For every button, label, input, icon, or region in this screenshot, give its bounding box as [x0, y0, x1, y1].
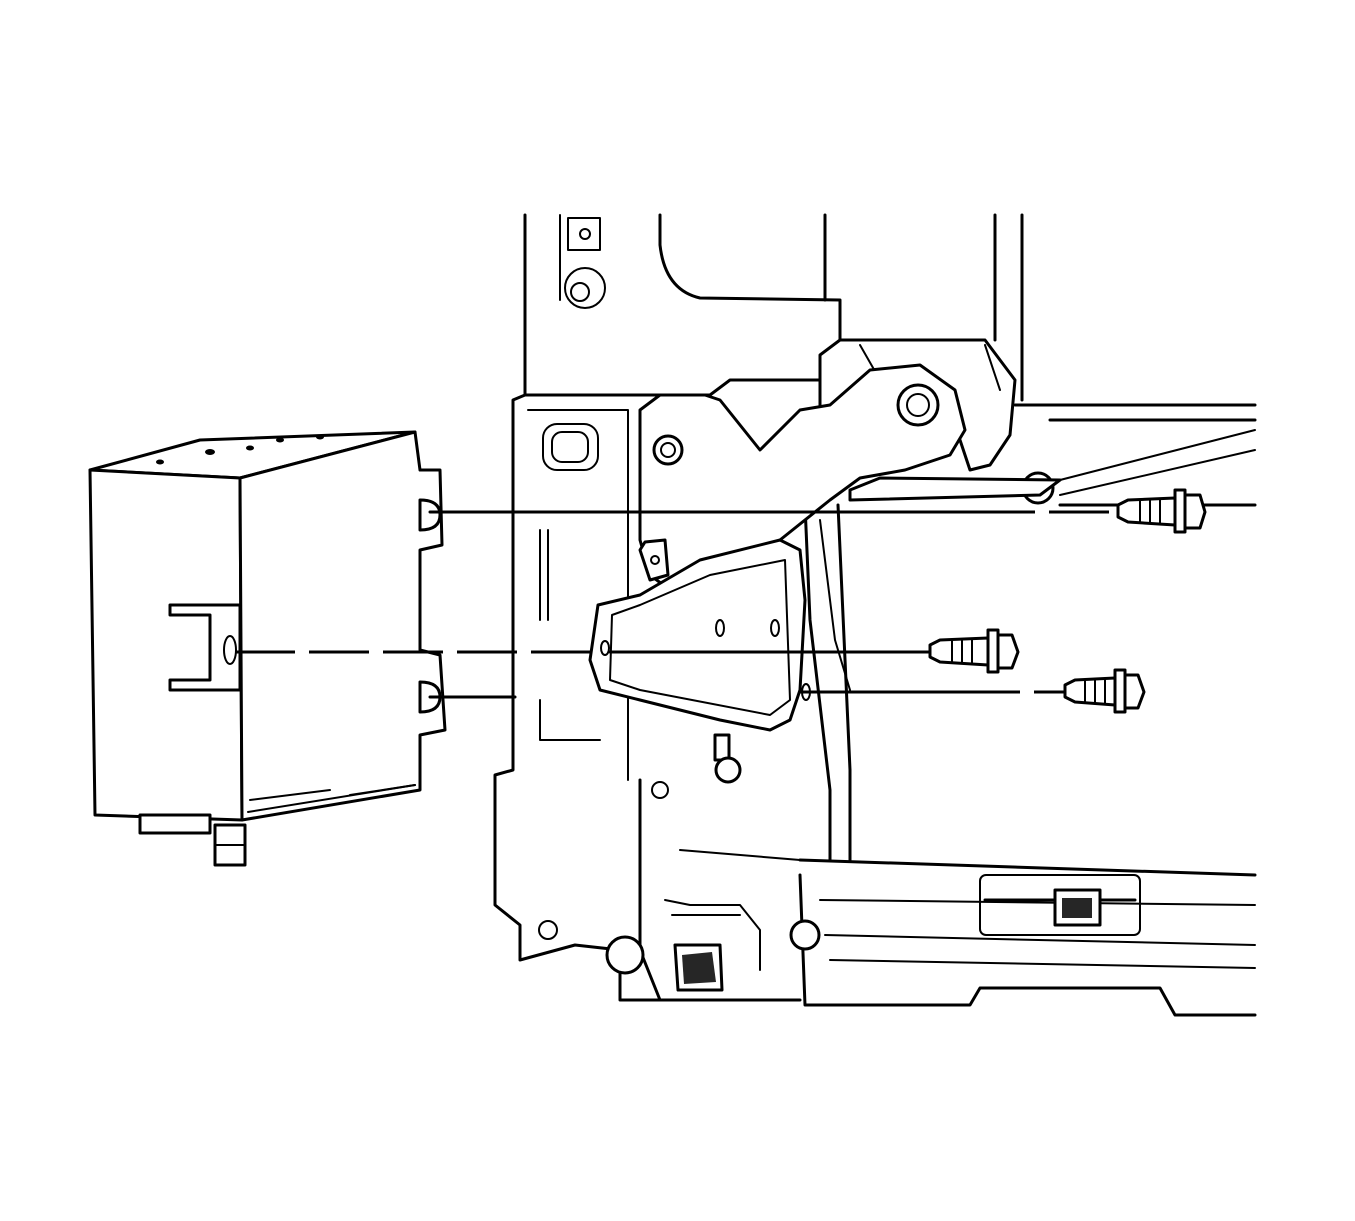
- bolt-lower: [1063, 668, 1146, 714]
- leader-lines: [235, 510, 1120, 699]
- body-structure: [493, 213, 1257, 1017]
- control-module: [88, 430, 447, 867]
- bolt-middle: [928, 628, 1020, 674]
- bolt-upper: [1116, 488, 1207, 534]
- mounting-bracket: [588, 338, 1062, 732]
